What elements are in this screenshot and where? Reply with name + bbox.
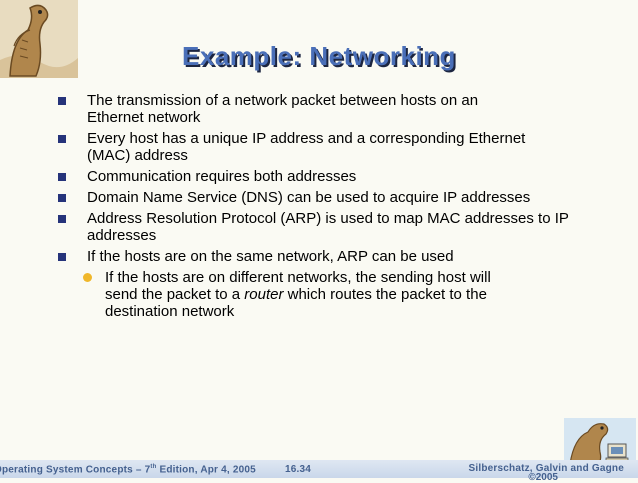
sub-bullet-item: If the hosts are on different networks, …: [83, 269, 598, 320]
router-emphasis: router: [244, 286, 284, 303]
sub-bullet-text-after: which routes the packet to the destinati…: [105, 286, 487, 320]
footer-course-rest: Edition, Apr 4, 2005: [156, 464, 256, 475]
bullet-item: The transmission of a network packet bet…: [58, 92, 598, 126]
bullet-text: Domain Name Service (DNS) can be used to…: [87, 189, 531, 206]
bullet-text: Communication requires both addresses: [87, 168, 357, 185]
bullet-item: If the hosts are on the same network, AR…: [58, 248, 598, 265]
bullet-text: The transmission of a network packet bet…: [87, 92, 479, 126]
bullet-text: Every host has a unique IP address and a…: [87, 130, 526, 164]
sub-bullet-text: If the hosts are on different networks, …: [105, 269, 525, 320]
square-bullet-icon: [58, 135, 66, 143]
bullet-text: If the hosts are on the same network, AR…: [87, 248, 454, 265]
round-bullet-icon: [83, 273, 92, 282]
square-bullet-icon: [58, 194, 66, 202]
dinosaur-logo-icon: [0, 0, 78, 78]
bullet-item: Every host has a unique IP address and a…: [58, 130, 598, 164]
dinosaur-computer-icon: [564, 418, 636, 466]
square-bullet-icon: [58, 253, 66, 261]
footer-band: [0, 460, 638, 478]
square-bullet-icon: [58, 215, 66, 223]
footer-authors: Silberschatz, Galvin and Gagne: [468, 463, 624, 474]
footer-course-main: Operating System Concepts – 7: [0, 464, 151, 475]
sub-bullet-text-before: If the hosts are on different networks, …: [105, 269, 491, 303]
bullet-item: Address Resolution Protocol (ARP) is use…: [58, 210, 598, 244]
footer-course-info: Operating System Concepts – 7th Edition,…: [0, 464, 256, 475]
bullet-item: Communication requires both addresses: [58, 168, 598, 185]
footer-course-sup: th: [150, 463, 157, 470]
slide-content: The transmission of a network packet bet…: [58, 92, 598, 320]
bullet-text: Address Resolution Protocol (ARP) is use…: [87, 210, 569, 244]
square-bullet-icon: [58, 173, 66, 181]
footer-page-number: 16.34: [285, 464, 312, 475]
bullet-item: Domain Name Service (DNS) can be used to…: [58, 189, 598, 206]
square-bullet-icon: [58, 97, 66, 105]
slide-title: Example: Networking: [182, 41, 456, 72]
